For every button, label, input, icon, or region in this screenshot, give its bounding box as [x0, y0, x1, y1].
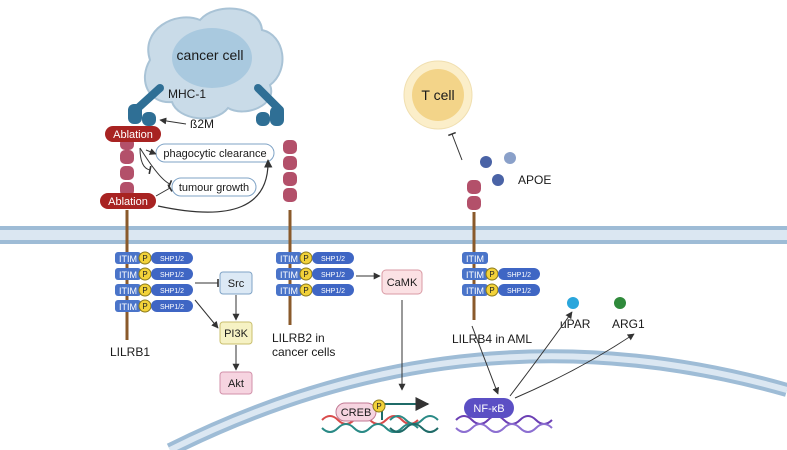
lilrb4-itim-group: ITIM ITIM P SHP1/2 ITIM P SHP1/2 [462, 252, 540, 297]
svg-text:ITIM: ITIM [119, 302, 137, 312]
svg-text:Ablation: Ablation [108, 196, 148, 208]
svg-text:P: P [142, 254, 147, 263]
svg-text:SHP1/2: SHP1/2 [321, 288, 345, 295]
svg-text:SHP1/2: SHP1/2 [160, 304, 184, 311]
svg-text:CaMK: CaMK [387, 277, 418, 289]
src-box: Src [219, 271, 253, 295]
svg-text:NF-κB: NF-κB [473, 403, 504, 415]
lilrb1-itim-group: ITIM P SHP1/2 ITIM P SHP1/2 ITIM P SHP1/… [115, 251, 193, 313]
tumour-growth-box: tumour growth [171, 177, 257, 197]
cell-membrane [0, 226, 787, 244]
svg-text:ITIM: ITIM [280, 254, 298, 264]
dna-right-icon [455, 415, 553, 433]
svg-text:T cell: T cell [421, 87, 454, 103]
svg-text:ITIM: ITIM [119, 270, 137, 280]
upar-icon [567, 297, 579, 309]
svg-text:SHP1/2: SHP1/2 [160, 256, 184, 263]
svg-text:SHP1/2: SHP1/2 [321, 256, 345, 263]
ablation-bottom: Ablation [100, 193, 156, 209]
apoe-label: APOE [518, 173, 551, 187]
svg-text:phagocytic clearance: phagocytic clearance [163, 148, 266, 160]
arg1-icon [614, 297, 626, 309]
b2m-label: ß2M [190, 117, 214, 131]
svg-text:ITIM: ITIM [466, 270, 484, 280]
lilrb2-itim-group: ITIM P SHP1/2 ITIM P SHP1/2 ITIM P SHP1/… [276, 251, 354, 297]
lilrb4-label: LILRB4 in AML [452, 332, 532, 346]
svg-text:ITIM: ITIM [280, 286, 298, 296]
creb-box: CREB P [335, 399, 386, 422]
apoe-icon [480, 152, 516, 186]
nfkb-box: NF-κB [464, 398, 514, 418]
svg-text:ITIM: ITIM [119, 286, 137, 296]
svg-text:SHP1/2: SHP1/2 [160, 288, 184, 295]
svg-text:Ablation: Ablation [113, 129, 153, 141]
svg-text:P: P [376, 402, 381, 411]
svg-text:CREB: CREB [341, 407, 372, 419]
lilrb4-receptor-icon [467, 180, 481, 320]
nucleus-envelope [166, 349, 787, 450]
mhc-right-icon [254, 84, 284, 126]
svg-text:tumour growth: tumour growth [179, 182, 249, 194]
svg-text:P: P [142, 286, 147, 295]
pi3k-box: PI3K [219, 321, 253, 345]
arg1-label: ARG1 [612, 317, 645, 331]
svg-text:P: P [142, 270, 147, 279]
mhc-label: MHC-1 [168, 87, 206, 101]
camk-box: CaMK [381, 269, 423, 295]
mhc-left-icon [128, 84, 164, 126]
svg-text:P: P [489, 286, 494, 295]
cancer-cell: cancer cell [144, 7, 284, 120]
svg-text:P: P [142, 302, 147, 311]
akt-box: Akt [219, 371, 253, 395]
svg-text:SHP1/2: SHP1/2 [507, 272, 531, 279]
svg-text:SHP1/2: SHP1/2 [321, 272, 345, 279]
upar-label: uPAR [560, 317, 591, 331]
svg-text:Src: Src [228, 278, 245, 290]
lilrb2-label-line1: LILRB2 in [272, 331, 325, 345]
lilrb1-label: LILRB1 [110, 345, 150, 359]
svg-text:SHP1/2: SHP1/2 [160, 272, 184, 279]
svg-text:ITIM: ITIM [466, 254, 484, 264]
cancer-cell-label: cancer cell [177, 47, 244, 63]
svg-text:Akt: Akt [228, 378, 244, 390]
ablation-top: Ablation [105, 126, 161, 142]
svg-text:ITIM: ITIM [119, 254, 137, 264]
svg-text:ITIM: ITIM [280, 270, 298, 280]
svg-text:SHP1/2: SHP1/2 [507, 288, 531, 295]
svg-text:PI3K: PI3K [224, 328, 249, 340]
lilrb2-receptor-icon [283, 140, 297, 325]
t-cell: T cell [403, 60, 473, 130]
svg-text:P: P [303, 254, 308, 263]
svg-text:P: P [303, 286, 308, 295]
svg-text:P: P [303, 270, 308, 279]
phagocytic-clearance-box: phagocytic clearance [155, 143, 275, 163]
lilrb2-label-line2: cancer cells [272, 345, 335, 359]
svg-text:P: P [489, 270, 494, 279]
svg-text:ITIM: ITIM [466, 286, 484, 296]
